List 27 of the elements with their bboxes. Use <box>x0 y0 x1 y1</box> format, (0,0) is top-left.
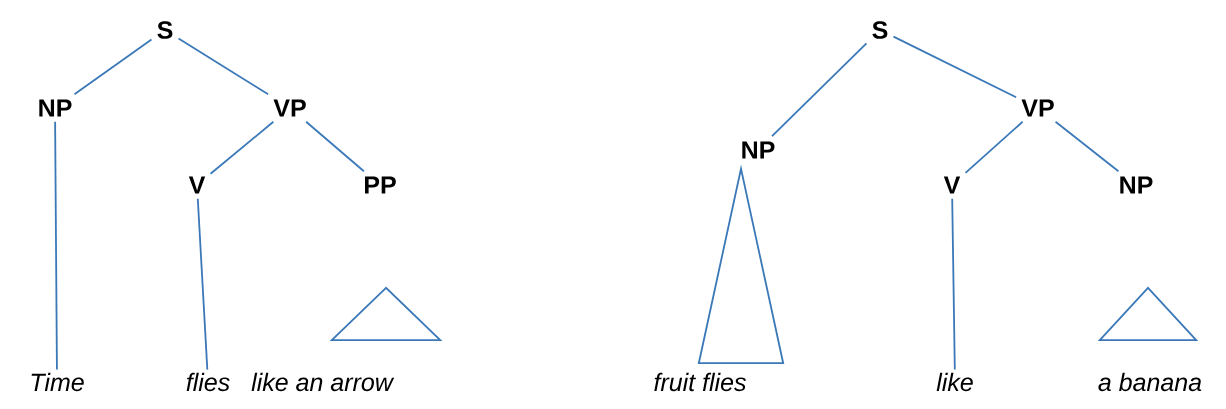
word-label: like <box>936 372 973 392</box>
category-label: NP <box>1120 176 1153 194</box>
word-label: Time <box>31 372 84 392</box>
tree-branch <box>951 197 956 371</box>
tree-branch <box>771 42 868 138</box>
tree-branch <box>1054 120 1120 173</box>
category-label: S <box>872 21 888 39</box>
category-label: S <box>157 21 173 39</box>
tree-branch <box>209 120 275 175</box>
category-label: PP <box>365 176 396 194</box>
tree-branch <box>177 37 270 96</box>
tree-branch <box>73 38 153 96</box>
category-label: V <box>943 176 961 194</box>
category-label: NP <box>742 141 775 159</box>
word-label: fruit flies <box>654 372 746 392</box>
word-label: flies <box>186 372 230 392</box>
tree-branch <box>305 120 365 173</box>
tree-branch <box>196 197 209 371</box>
tree-branch <box>964 120 1024 174</box>
category-label: VP <box>1021 99 1054 117</box>
word-label: a banana <box>1098 372 1202 392</box>
word-label: like an arrow <box>251 372 395 392</box>
tree-branch <box>54 120 58 371</box>
category-label: VP <box>273 99 306 117</box>
category-label: V <box>188 176 206 194</box>
tree-branch <box>892 35 1018 99</box>
category-label: NP <box>39 99 72 117</box>
